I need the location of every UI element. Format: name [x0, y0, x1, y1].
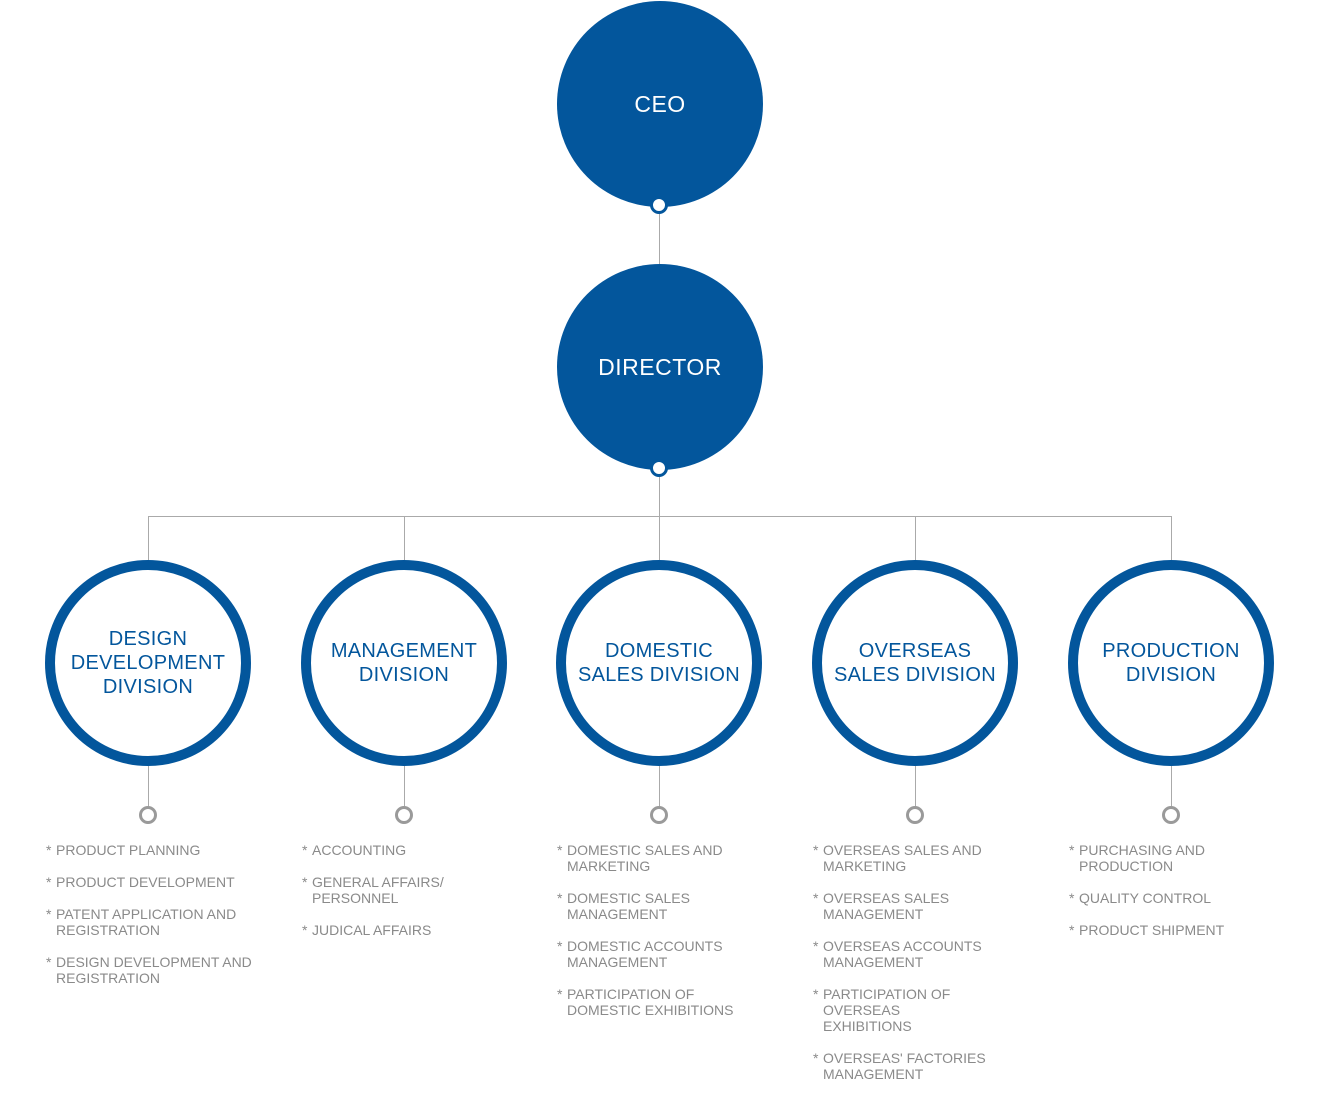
duty-item: PRODUCT SHIPMENT	[1069, 922, 1284, 938]
ceo-node: CEO	[557, 1, 763, 207]
division-node-design: DESIGN DEVELOPMENT DIVISION	[45, 560, 251, 766]
division-label: OVERSEAS SALES DIVISION	[833, 640, 997, 686]
division-duty-dot-management	[395, 806, 413, 824]
director-node: DIRECTOR	[557, 264, 763, 470]
director-connector-dot	[650, 459, 668, 477]
division-duty-dot-production	[1162, 806, 1180, 824]
division-duty-dot-design	[139, 806, 157, 824]
duty-item: GENERAL AFFAIRS/PERSONNEL	[302, 874, 517, 906]
connector-lines	[148, 205, 1172, 806]
division-label: PRODUCTION DIVISION	[1102, 640, 1240, 686]
division-label: DESIGN DEVELOPMENT DIVISION	[70, 628, 226, 698]
duty-item: ACCOUNTING	[302, 842, 517, 858]
ceo-connector-dot	[650, 196, 668, 214]
duty-list-design: PRODUCT PLANNING PRODUCT DEVELOPMENT PATEN…	[46, 842, 261, 1002]
director-label: DIRECTOR	[598, 353, 722, 380]
duty-list-management: ACCOUNTING GENERAL AFFAIRS/PERSONNEL JUDIC…	[302, 842, 517, 954]
duty-item: PRODUCT PLANNING	[46, 842, 261, 858]
division-node-management: MANAGEMENT DIVISION	[301, 560, 507, 766]
division-node-production: PRODUCTION DIVISION	[1068, 560, 1274, 766]
division-node-domestic-sales: DOMESTIC SALES DIVISION	[556, 560, 762, 766]
division-label: MANAGEMENT DIVISION	[330, 640, 478, 686]
duty-item: QUALITY CONTROL	[1069, 890, 1284, 906]
division-label: DOMESTIC SALES DIVISION	[577, 640, 741, 686]
division-duty-dot-domestic-sales	[650, 806, 668, 824]
duty-item: JUDICAL AFFAIRS	[302, 922, 517, 938]
ceo-label: CEO	[634, 90, 686, 117]
division-node-overseas-sales: OVERSEAS SALES DIVISION	[812, 560, 1018, 766]
duty-item: PRODUCT DEVELOPMENT	[46, 874, 261, 890]
division-duty-dot-overseas-sales	[906, 806, 924, 824]
